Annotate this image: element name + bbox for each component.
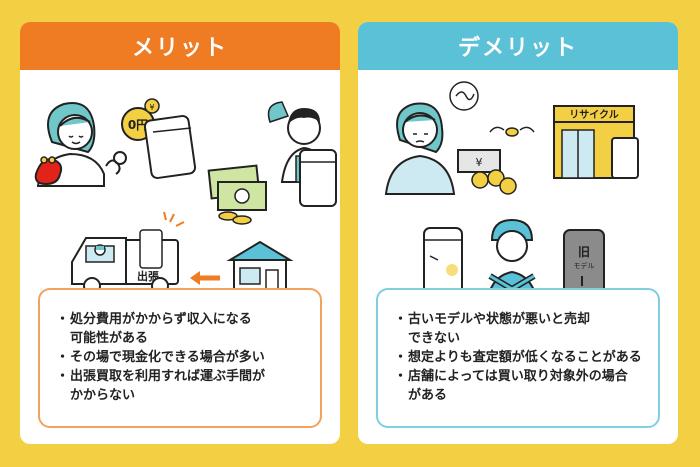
demerit-illustration: ¥ リサイクル — [384, 81, 639, 307]
man-with-money-illustration — [207, 101, 337, 225]
list-item: ・店舗によっては買い取り対象外の場合がある — [394, 369, 628, 403]
list-item: ・古いモデルや状態が悪いと売却できない — [394, 312, 591, 346]
flying-money-icon: ¥ — [457, 126, 535, 195]
recycle-shop-illustration: リサイクル — [553, 105, 639, 179]
svg-text:0円: 0円 — [128, 118, 148, 132]
demerit-header: デメリット — [358, 22, 678, 70]
list-item: ・出張買取を利用すれば運ぶ手間がかからない — [56, 369, 266, 403]
demerit-list: ・古いモデルや状態が悪いと売却できない ・想定よりも査定額が低くなることがある … — [388, 310, 650, 405]
svg-text:旧: 旧 — [578, 245, 590, 259]
dirty-dehumidifier-illustration — [423, 227, 463, 297]
worried-woman-illustration — [384, 81, 479, 195]
old-model-dehumidifier-illustration: 旧 モデル — [563, 229, 605, 299]
demerit-title: デメリット — [457, 36, 578, 61]
merit-header: メリット — [20, 22, 340, 70]
demerit-panel: デメリット ¥ リサイクル — [358, 22, 678, 444]
list-item: ・その場で現金化できる場合が多い — [56, 350, 265, 365]
list-item: ・処分費用がかからず収入になる可能性がある — [56, 312, 252, 346]
list-item: ・想定よりも査定額が低くなることがある — [394, 350, 642, 365]
delivery-truck-illustration: 出張 — [71, 211, 185, 295]
merit-list: ・処分費用がかからず収入になる可能性がある ・その場で現金化できる場合が多い ・… — [50, 310, 312, 405]
merit-title: メリット — [131, 36, 228, 61]
svg-text:モデル: モデル — [574, 261, 595, 270]
svg-text:リサイクル: リサイクル — [569, 109, 619, 121]
svg-text:¥: ¥ — [476, 156, 483, 169]
arrow-left-icon — [190, 271, 220, 285]
merit-list-box: ・処分費用がかからず収入になる可能性がある ・その場で現金化できる場合が多い ・… — [38, 288, 322, 428]
merit-panel: メリット 0円 ¥ — [20, 22, 340, 444]
svg-text:¥: ¥ — [149, 103, 154, 112]
house-illustration — [226, 240, 294, 295]
woman-with-purse-illustration — [34, 102, 127, 187]
dehumidifier-illustration — [143, 114, 197, 180]
merit-illustration: 0円 ¥ — [34, 98, 337, 295]
demerit-list-box: ・古いモデルや状態が悪いと売却できない ・想定よりも査定額が低くなることがある … — [376, 288, 660, 428]
